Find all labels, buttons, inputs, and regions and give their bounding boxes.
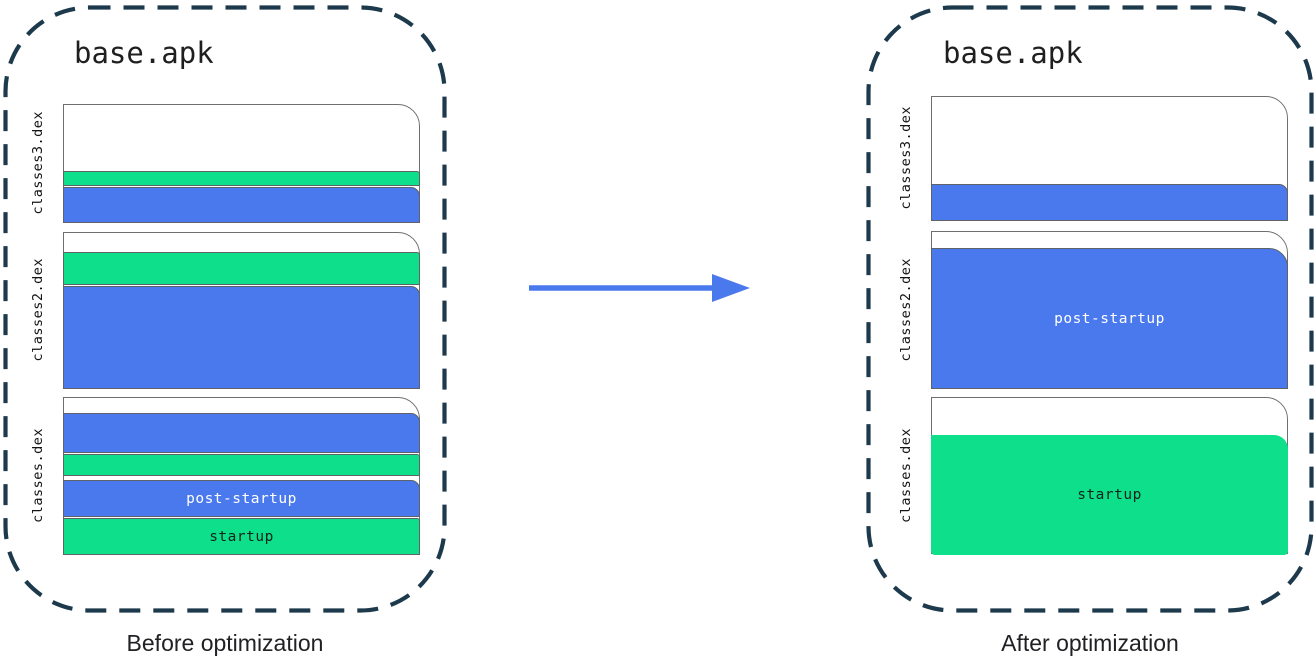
after-classes3-label-wrap: classes3.dex xyxy=(894,96,918,220)
before-file-classes2 xyxy=(63,232,420,389)
startup-band-label: startup xyxy=(1077,487,1142,503)
before-classes2-label-wrap: classes2.dex xyxy=(26,232,50,388)
after-file-classes: startup xyxy=(931,397,1288,555)
post-startup-band-label: post-startup xyxy=(186,490,297,507)
after-classes2-label-wrap: classes2.dex xyxy=(894,231,918,388)
before-file-classes3 xyxy=(63,104,420,223)
after-classes-label-wrap: classes.dex xyxy=(894,397,918,554)
after-file-classes3 xyxy=(931,96,1288,221)
before-classes3-post-startup-band xyxy=(63,187,420,223)
before-classes-startup-band-1 xyxy=(63,454,420,476)
before-classes-startup-band-2: startup xyxy=(63,518,420,555)
before-classes-post-startup-band-2: post-startup xyxy=(63,480,420,517)
after-classes3-label: classes3.dex xyxy=(898,106,914,210)
before-classes3-startup-band xyxy=(63,171,420,186)
after-apk-title: base.apk xyxy=(943,36,1083,70)
before-classes2-label: classes2.dex xyxy=(30,258,46,362)
before-classes-label-wrap: classes.dex xyxy=(26,397,50,554)
before-apk-title: base.apk xyxy=(74,36,214,70)
after-classes3-post-startup-band xyxy=(931,184,1288,221)
before-classes2-startup-band xyxy=(63,252,420,285)
transform-arrow xyxy=(529,274,750,302)
before-caption: Before optimization xyxy=(126,630,324,656)
before-file-classes: post-startup startup xyxy=(63,397,420,555)
after-classes2-label: classes2.dex xyxy=(898,257,914,362)
before-classes3-label-wrap: classes3.dex xyxy=(26,104,50,222)
post-startup-band-label: post-startup xyxy=(1054,310,1165,327)
after-file-classes2: post-startup xyxy=(931,231,1288,389)
after-classes-startup-band: startup xyxy=(931,435,1288,555)
before-classes-post-startup-band-1 xyxy=(63,413,420,453)
before-classes-label: classes.dex xyxy=(30,428,46,523)
before-classes3-label: classes3.dex xyxy=(30,111,46,215)
after-classes-label: classes.dex xyxy=(898,428,914,523)
after-caption: After optimization xyxy=(1001,630,1179,656)
startup-band-label: startup xyxy=(209,528,274,545)
after-classes2-post-startup-band: post-startup xyxy=(931,248,1288,389)
before-classes2-post-startup-band xyxy=(63,286,420,389)
